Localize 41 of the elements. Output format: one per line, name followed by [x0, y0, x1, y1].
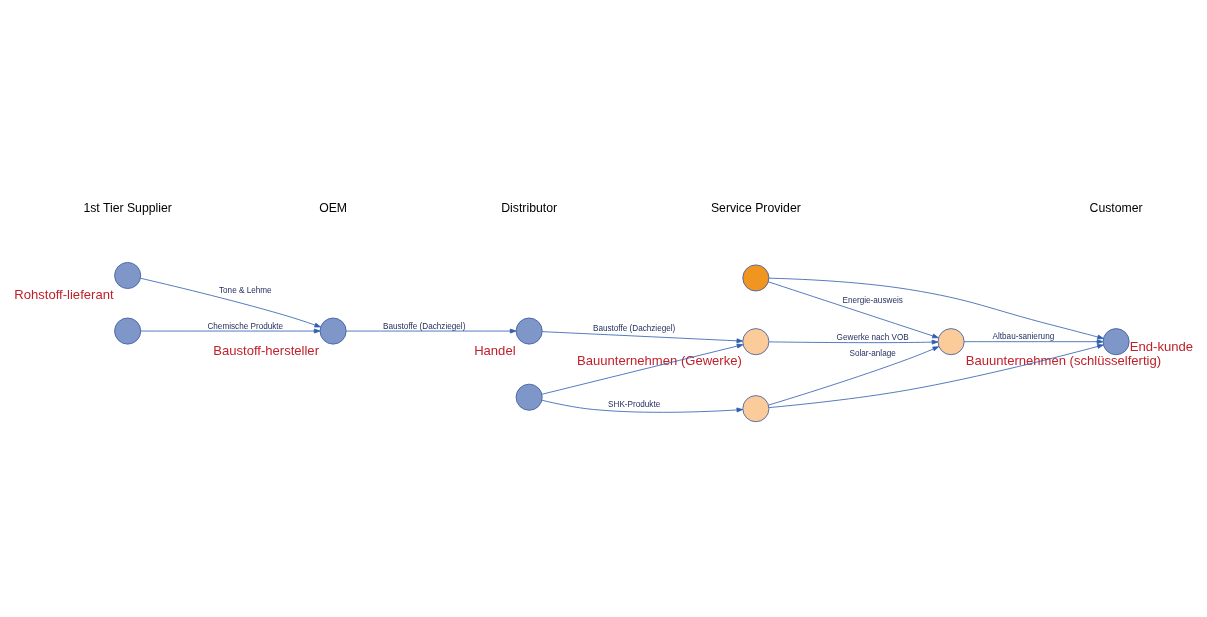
arrow [768, 343, 1104, 408]
label: OEM [319, 200, 348, 215]
label: Customer [1089, 200, 1143, 215]
node-circle [742, 263, 770, 291]
arrow [345, 328, 517, 333]
node-circle [114, 261, 142, 289]
arrow [541, 399, 744, 413]
node-label: Handel [474, 342, 516, 358]
arrow [140, 328, 321, 333]
node-circle [114, 317, 142, 345]
arrow [541, 343, 744, 395]
label: Distributor [501, 200, 558, 215]
edge-label: Baustoffe (Dachziegel) [383, 321, 466, 331]
edge-label: Gewerke nach VOB [836, 332, 909, 342]
node-circle [937, 327, 965, 355]
node-circle [742, 394, 770, 422]
edge-label: Baustoffe (Dachziegel) [592, 323, 676, 333]
node-label: Bauunternehmen (Gewerke) [577, 352, 742, 368]
arrow [768, 345, 940, 405]
edge-label: SHK-Produkte [608, 399, 661, 409]
edge-label: Tone & Lehme [218, 285, 272, 295]
node-label: Rohstoff-lieferant [14, 286, 114, 302]
edge-label: Solar-anlage [849, 348, 896, 358]
edge-label: Altbau-sanierung [992, 331, 1055, 341]
arrow [542, 330, 744, 343]
edge-label: Energie-ausweis [842, 295, 903, 305]
arrow [768, 280, 939, 338]
label: Service Provider [710, 200, 801, 215]
node-circle [742, 327, 770, 355]
node-circle [515, 317, 543, 345]
node-label: Baustoff-hersteller [213, 342, 319, 358]
edge-label: Chemische Produkte [207, 321, 284, 331]
node-circle [1102, 327, 1130, 355]
arrow [768, 339, 939, 345]
node-label: End-kunde [1129, 338, 1194, 353]
arrow [963, 338, 1104, 344]
arrow [768, 277, 1104, 339]
label: 1st Tier Supplier [83, 200, 172, 215]
node-circle [515, 383, 543, 411]
node-circle [319, 317, 347, 345]
arrow [140, 277, 321, 327]
